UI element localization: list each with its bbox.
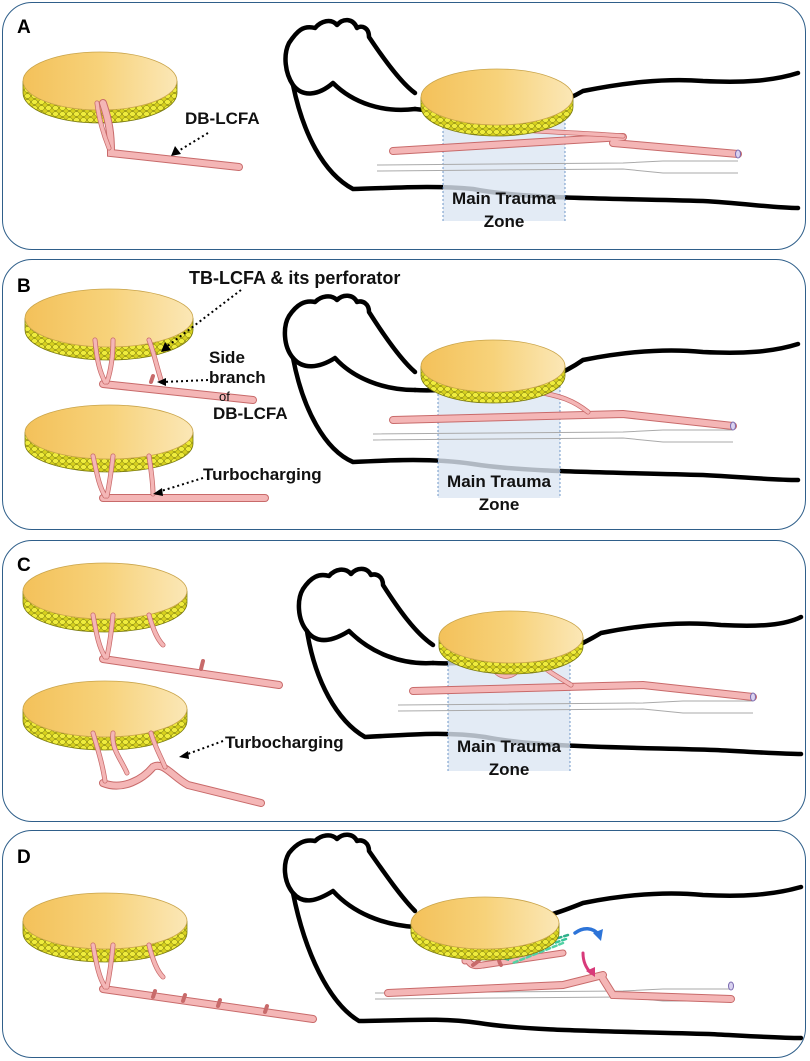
main-trauma-text: Main Trauma [452,189,556,208]
arrow-c [179,740,224,759]
flap-d-left [22,892,188,963]
vessel-a-leg [389,120,742,159]
flap-a-leg [420,68,574,137]
panel-a: A DB-LCFA Main Trauma Zone [2,2,806,250]
vessel-a-left [94,99,243,171]
vessel-b-lower [90,453,269,502]
panel-d-letter: D [17,847,31,868]
label-side-branch: Side branch [209,348,266,388]
flap-c-lower [22,680,188,751]
flap-c-leg [438,610,584,675]
flap-b-leg [420,339,566,404]
panel-d-drawing [22,832,804,1041]
its-perforator-text: & its perforator [270,268,401,288]
flap-c-upper [22,562,188,633]
label-tb-lcfa: TB-LCFA & its perforator [189,268,400,289]
panel-d: D [2,830,806,1058]
panel-c-drawing [22,562,804,807]
of-text: of [219,389,230,404]
label-turbocharging-b: Turbocharging [203,465,322,484]
tb-lcfa-text: TB-LCFA [189,268,266,288]
arrow-db-lcfa [171,132,209,156]
panel-a-letter: A [17,17,31,38]
main-trauma-text: Main Trauma [447,472,551,491]
label-db-lcfa: DB-LCFA [185,109,260,128]
panel-b-letter: B [17,276,31,297]
flap-b-lower [24,404,194,473]
panel-c: C Turbocharging Main Trauma Zone [2,540,806,822]
trauma-zone-a-label: Main Trauma Zone [443,187,565,233]
vessel-d-left [90,942,317,1023]
arrows-b [153,289,242,496]
vessel-c-lower [90,730,265,807]
zone-text: Zone [488,760,530,779]
label-turbocharging-c: Turbocharging [225,733,344,752]
flap-d-leg [410,896,560,961]
vessel-c-upper [90,612,283,689]
panel-c-letter: C [17,555,31,576]
zone-text: Zone [483,212,525,231]
panel-b-drawing [24,288,801,502]
side-text: Side [209,348,245,367]
trauma-zone-c-label: Main Trauma Zone [448,735,570,781]
main-trauma-text: Main Trauma [457,737,561,756]
trauma-zone-b-label: Main Trauma Zone [438,470,560,516]
vessel-b-upper [92,337,257,404]
branch-text: branch [209,368,266,387]
panel-a-drawing [22,17,801,221]
panel-b: B TB-LCFA & its perforator Side branch o… [2,259,806,530]
zone-text: Zone [478,495,520,514]
label-db-lcfa-b: DB-LCFA [213,404,288,423]
